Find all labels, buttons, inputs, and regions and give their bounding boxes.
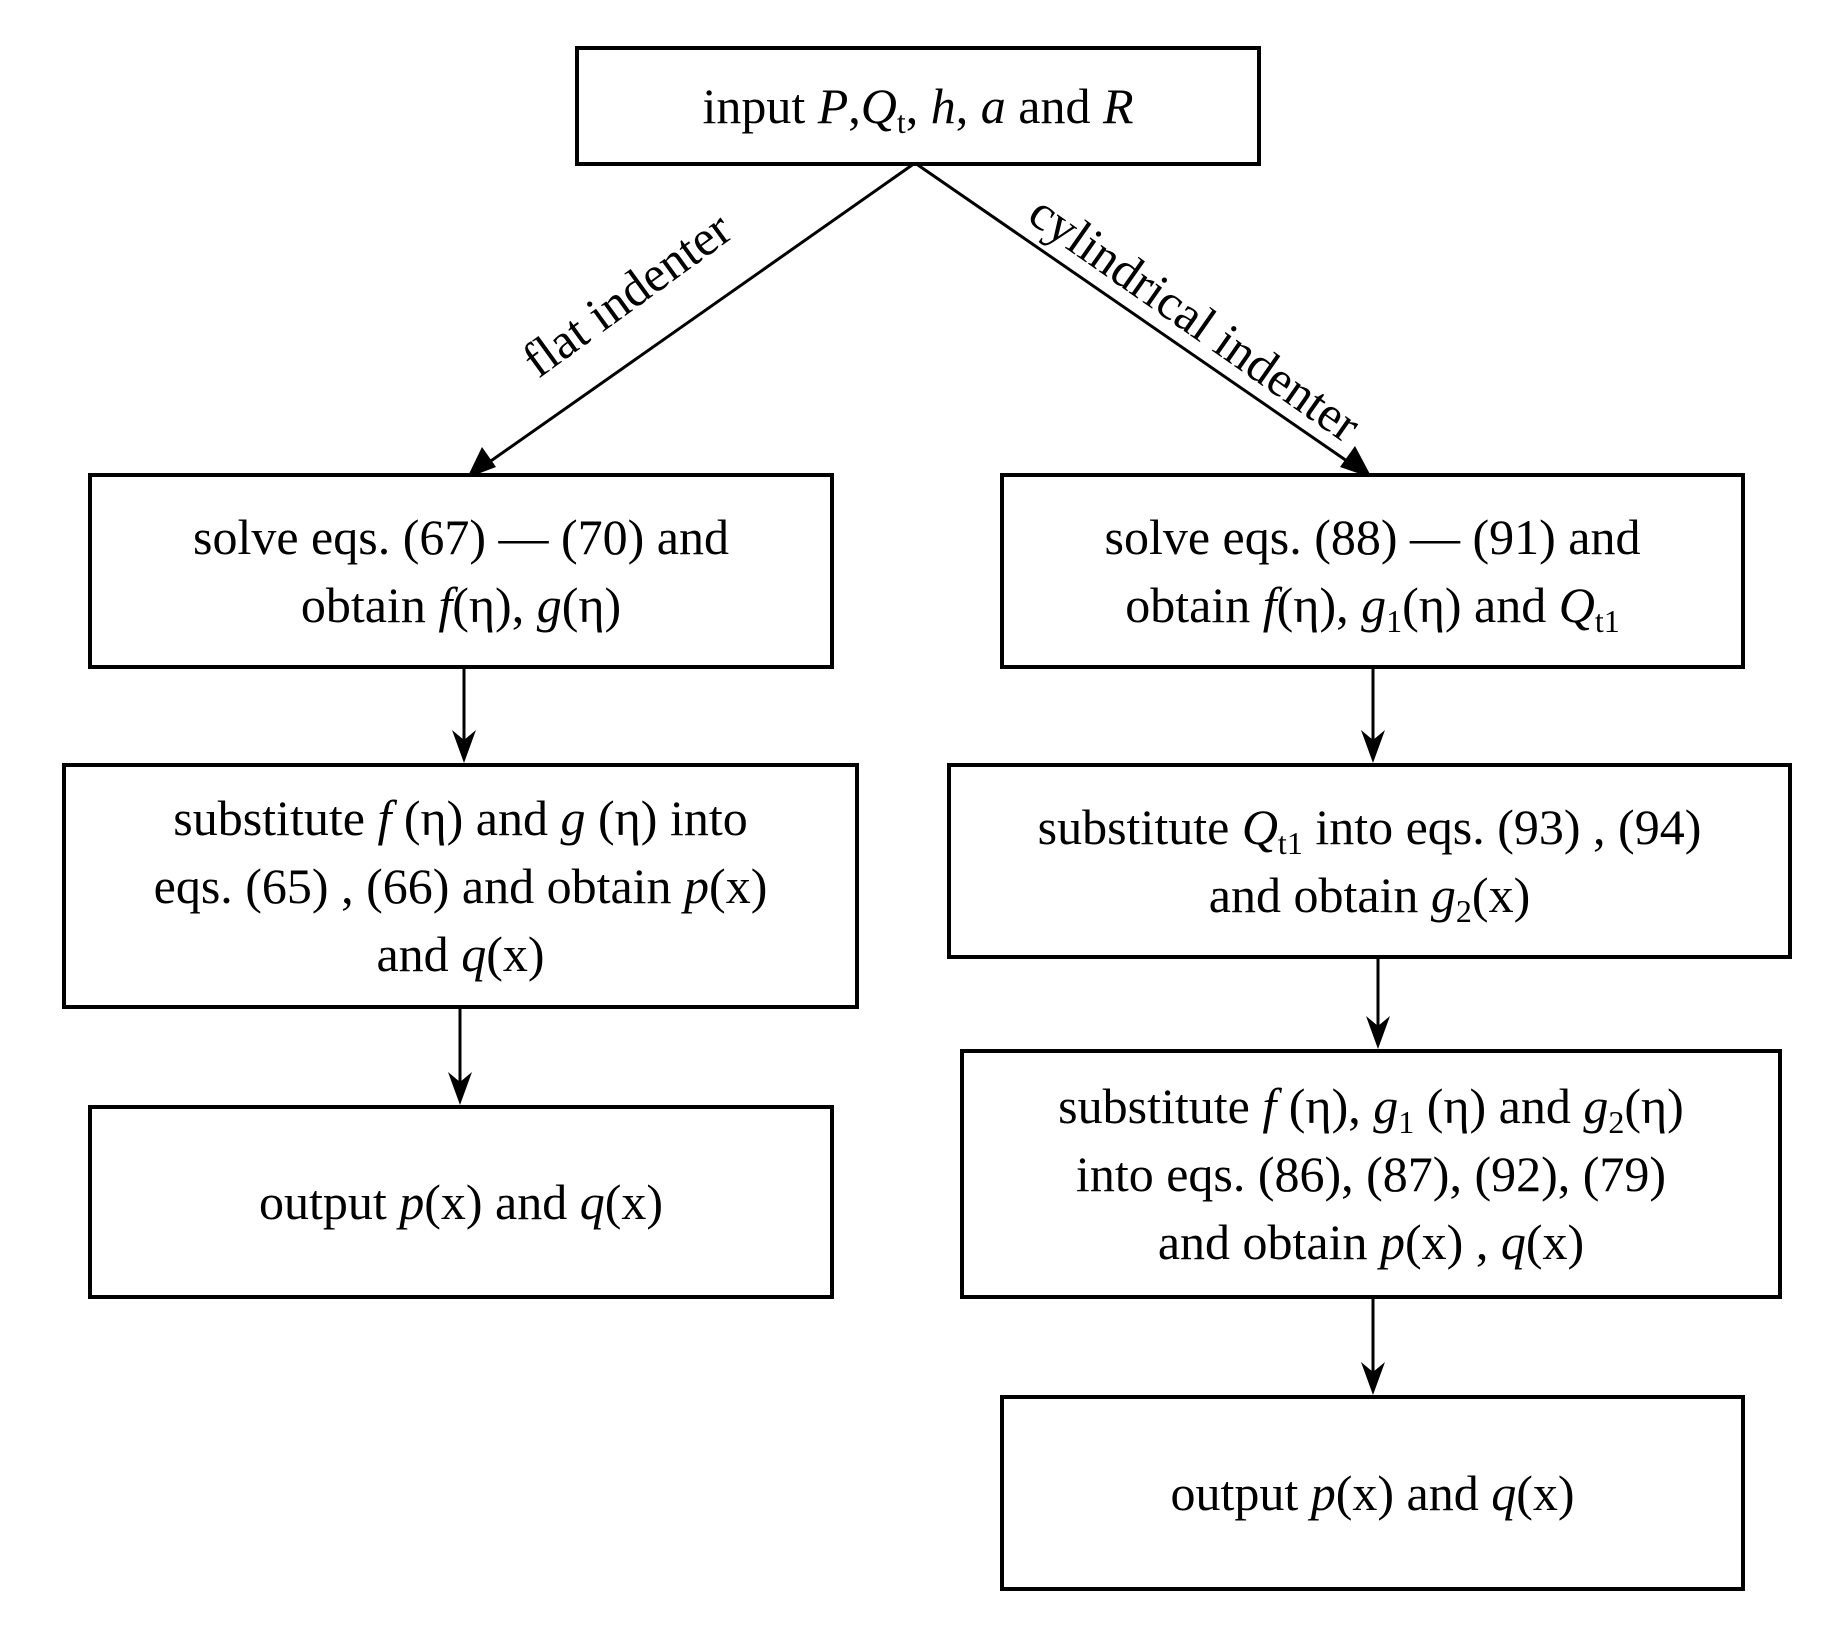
cylindrical-substitute-fg-line-1: substitute f (η), g1 (η) and g2(η)	[1058, 1078, 1684, 1140]
cylindrical-solve-line-1: solve eqs. (88) — (91) and	[1104, 509, 1641, 565]
cylindrical-solve-box: solve eqs. (88) — (91) and obtain f(η), …	[1000, 473, 1745, 669]
flat-substitute-box: substitute f (η) and g (η) into eqs. (65…	[62, 763, 859, 1009]
cylindrical-output-line: output p(x) and q(x)	[1170, 1465, 1575, 1521]
flat-substitute-line-1: substitute f (η) and g (η) into	[173, 790, 748, 846]
flat-solve-box: solve eqs. (67) — (70) and obtain f(η), …	[88, 473, 834, 669]
flat-solve-line-1: solve eqs. (67) — (70) and	[193, 509, 729, 565]
cylindrical-solve-line-2: obtain f(η), g1(η) and Qt1	[1125, 577, 1620, 639]
arrow-right-1-head	[1361, 730, 1385, 763]
arrow-right-3-head	[1361, 1362, 1385, 1395]
arrow-right-2-head	[1366, 1016, 1390, 1049]
input-box: input P,Qt, h, a and R	[575, 46, 1261, 166]
cylindrical-substitute-q-line-2: and obtain g2(x)	[1208, 867, 1531, 929]
cylindrical-output-box: output p(x) and q(x)	[1000, 1395, 1745, 1591]
flat-substitute-line-2: eqs. (65) , (66) and obtain p(x)	[153, 858, 768, 914]
cylindrical-substitute-fg-line-3: and obtain p(x) , q(x)	[1157, 1214, 1585, 1270]
arrow-to-flat-branch	[477, 161, 916, 472]
flat-output-line: output p(x) and q(x)	[258, 1174, 664, 1230]
flat-substitute-line-3: and q(x)	[376, 926, 545, 982]
cylindrical-substitute-fg-box: substitute f (η), g1 (η) and g2(η) into …	[960, 1049, 1782, 1299]
cylindrical-substitute-fg-line-2: into eqs. (86), (87), (92), (79)	[1075, 1146, 1667, 1202]
arrow-left-2-head	[448, 1072, 472, 1105]
arrow-to-flat-branch-head	[467, 447, 496, 478]
arrow-to-cylindrical-branch-head	[1340, 446, 1372, 478]
arrow-to-cylindrical-branch	[914, 161, 1361, 472]
input-line: input P,Qt, h, a and R	[702, 78, 1134, 140]
arrow-left-1-head	[452, 730, 476, 763]
cylindrical-substitute-q-box: substitute Qt1 into eqs. (93) , (94) and…	[947, 763, 1792, 959]
flat-output-box: output p(x) and q(x)	[88, 1105, 834, 1299]
cylindrical-substitute-q-line-1: substitute Qt1 into eqs. (93) , (94)	[1037, 799, 1702, 861]
flat-solve-line-2: obtain f(η), g(η)	[300, 577, 622, 633]
